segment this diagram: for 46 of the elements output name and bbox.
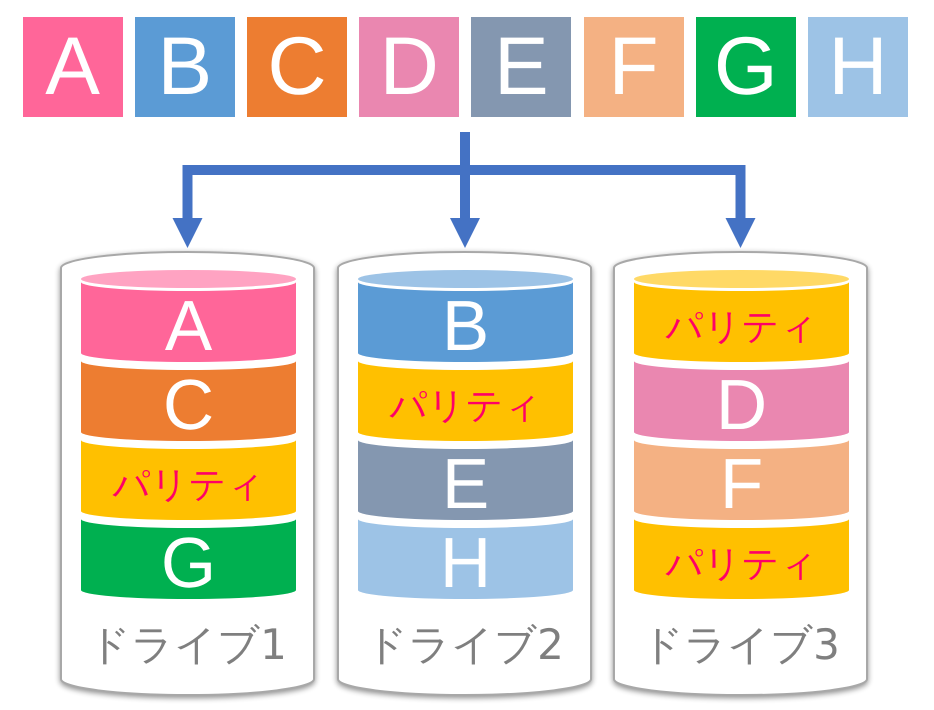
band-label: G	[160, 528, 216, 598]
arrow	[450, 175, 480, 248]
storage-band	[358, 282, 573, 362]
band-label: B	[442, 290, 490, 362]
drive-label: ドライブ3	[641, 624, 840, 666]
band-label: C	[162, 370, 214, 440]
arrow	[172, 165, 460, 248]
storage-band	[634, 519, 849, 599]
data-block	[584, 17, 684, 117]
band-label: パリティ	[112, 466, 264, 502]
drive-label: ドライブ1	[88, 624, 287, 666]
storage-band	[81, 361, 296, 441]
storage-band	[81, 440, 296, 520]
band-label: D	[716, 370, 768, 440]
data-block	[134, 17, 235, 117]
data-block	[247, 17, 347, 117]
arrow	[470, 165, 756, 248]
block-letter: E	[494, 26, 549, 108]
band-label: パリティ	[666, 544, 818, 582]
storage-band	[358, 519, 573, 599]
band-label: H	[440, 528, 492, 598]
storage-band	[81, 519, 296, 599]
block-letter: D	[380, 26, 439, 108]
storage-band	[81, 282, 296, 362]
band-label: パリティ	[390, 386, 542, 424]
drive-label: ドライブ2	[365, 624, 564, 666]
storage-band	[634, 282, 849, 362]
block-letter: H	[828, 26, 888, 108]
block-letter: C	[267, 26, 327, 108]
block-letter: B	[157, 26, 212, 108]
data-block	[471, 17, 572, 117]
data-block	[22, 17, 123, 117]
band-label: A	[164, 290, 212, 362]
storage-band	[634, 440, 849, 520]
block-letter: G	[714, 26, 778, 108]
block-letter: F	[608, 26, 659, 108]
storage-band	[358, 440, 573, 520]
data-block	[359, 17, 460, 117]
data-block	[696, 17, 796, 117]
band-label: F	[720, 448, 764, 520]
storage-band	[634, 361, 849, 441]
band-label: パリティ	[666, 308, 818, 344]
storage-band	[358, 361, 573, 441]
block-letter: A	[45, 26, 100, 108]
data-block	[808, 17, 908, 117]
band-label: E	[442, 448, 490, 520]
